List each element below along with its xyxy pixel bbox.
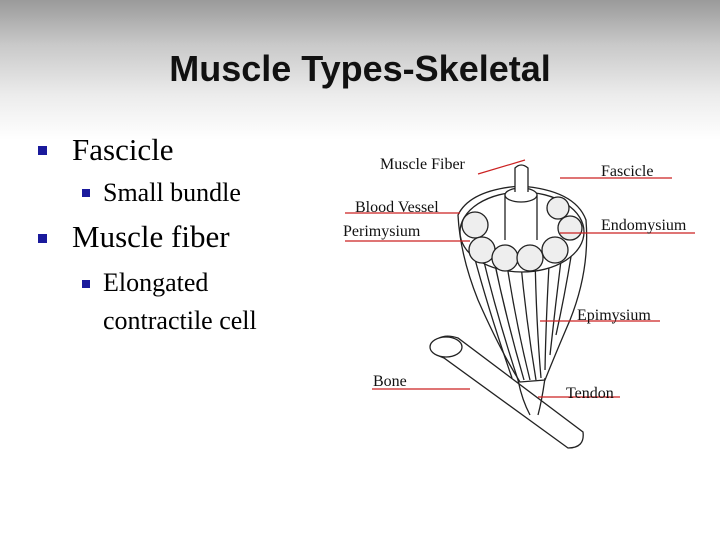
label-muscle-fiber: Muscle Fiber	[380, 156, 465, 173]
slide-title: Muscle Types-Skeletal	[169, 48, 551, 89]
sub-bullet-small-bundle: Small bundle	[103, 178, 241, 207]
label-bone: Bone	[373, 373, 407, 390]
label-endomysium: Endomysium	[601, 217, 687, 234]
bullet-marker	[38, 234, 47, 243]
sub-bullet-contractile-cell: contractile cell	[103, 306, 257, 335]
bullet-marker	[38, 146, 47, 155]
sub-bullet-elongated: Elongated	[103, 268, 209, 297]
sub-bullet-marker	[82, 280, 90, 288]
bullet-muscle-fiber: Muscle fiber	[72, 219, 230, 254]
label-fascicle: Fascicle	[601, 163, 654, 180]
bullet-fascicle: Fascicle	[72, 132, 174, 167]
label-perimysium: Perimysium	[343, 223, 421, 240]
label-epimysium: Epimysium	[577, 307, 651, 324]
label-tendon: Tendon	[566, 385, 614, 402]
label-blood-vessel: Blood Vessel	[355, 199, 439, 216]
sub-bullet-marker	[82, 189, 90, 197]
